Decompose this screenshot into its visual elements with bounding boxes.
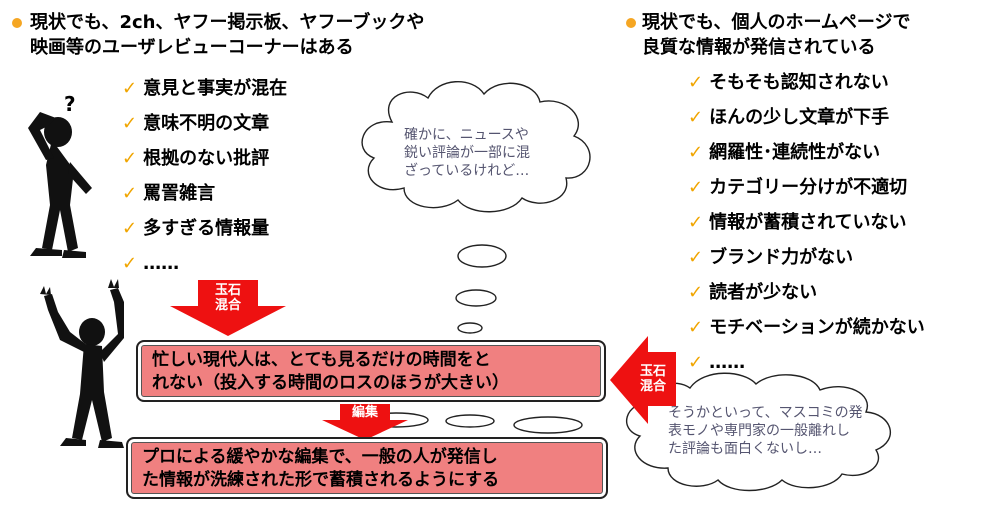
check-icon: ✓ xyxy=(688,352,704,373)
middle-box-line-1: 忙しい現代人は、とても見るだけの時間をと xyxy=(152,350,491,370)
middle-box-line-2: れない（投入する時間のロスのほうが大きい） xyxy=(152,373,509,393)
check-icon: ✓ xyxy=(122,253,138,274)
right-item: ✓ほんの少し文章が下手 xyxy=(688,107,890,128)
left-heading: 現状でも、2ch、ヤフー掲示板、ヤフーブックや 映画等のユーザレビューコーナーは… xyxy=(30,10,424,60)
check-icon: ✓ xyxy=(122,78,138,99)
middle-statement-box: 忙しい現代人は、とても見るだけの時間をと れない（投入する時間のロスのほうが大き… xyxy=(136,340,606,402)
check-icon: ✓ xyxy=(688,317,704,338)
right-item: ✓網羅性･連続性がない xyxy=(688,142,881,163)
right-item: ✓カテゴリー分けが不適切 xyxy=(688,177,908,198)
check-icon: ✓ xyxy=(688,212,704,233)
check-icon: ✓ xyxy=(688,247,704,268)
right-item: ✓そもそも認知されない xyxy=(688,72,889,93)
thinking-figure-icon xyxy=(28,112,92,258)
thought-cloud-bottom-text: そうかといって、マスコミの発 表モノや専門家の一般離れし た評論も面白くないし… xyxy=(668,405,863,457)
check-icon: ✓ xyxy=(122,148,138,169)
left-item: ✓…… xyxy=(122,253,180,274)
check-icon: ✓ xyxy=(688,107,704,128)
arrow-label-top: 玉石 混合 xyxy=(214,283,241,313)
left-item: ✓根拠のない批評 xyxy=(122,148,270,169)
right-item: ✓…… xyxy=(688,352,746,373)
bottom-box-line-1: プロによる緩やかな編集で、一般の人が発信し xyxy=(142,447,498,467)
check-icon: ✓ xyxy=(688,282,704,303)
arrow-label-edit: 編集 xyxy=(351,405,378,420)
thought-cloud-top xyxy=(361,80,591,353)
left-item: ✓多すぎる情報量 xyxy=(122,218,270,239)
excited-figure-icon xyxy=(40,279,124,448)
right-item: ✓情報が蓄積されていない xyxy=(688,212,907,233)
right-item: ✓モチベーションが続かない xyxy=(688,317,925,338)
bullet-icon xyxy=(626,18,636,28)
check-icon: ✓ xyxy=(688,142,704,163)
left-item: ✓罵詈雑言 xyxy=(122,183,216,204)
thought-cloud-top-text: 確かに、ニュースや 鋭い評論が一部に混 ざっているけれど… xyxy=(404,127,530,179)
bullet-icon xyxy=(12,18,22,28)
check-icon: ✓ xyxy=(122,183,138,204)
bottom-statement-box: プロによる緩やかな編集で、一般の人が発信し た情報が洗練された形で蓄積されるよう… xyxy=(126,437,608,499)
right-heading: 現状でも、個人のホームページで 良質な情報が発信されている xyxy=(642,10,911,60)
arrow-label-right: 玉石 混合 xyxy=(639,364,666,394)
arrow-down-top xyxy=(170,280,286,336)
left-item: ✓意見と事実が混在 xyxy=(122,78,288,99)
right-item: ✓読者が少ない xyxy=(688,282,818,303)
thought-cloud-bottom xyxy=(363,372,891,492)
right-heading-line-1: 現状でも、個人のホームページで xyxy=(642,12,911,33)
left-heading-line-1: 現状でも、2ch、ヤフー掲示板、ヤフーブックや xyxy=(30,12,425,33)
arrow-left-right xyxy=(610,336,676,424)
check-icon: ✓ xyxy=(688,72,704,93)
check-icon: ✓ xyxy=(122,113,138,134)
right-heading-line-2: 良質な情報が発信されている xyxy=(642,37,876,58)
left-heading-line-2: 映画等のユーザレビューコーナーはある xyxy=(30,37,354,58)
check-icon: ✓ xyxy=(122,218,138,239)
bottom-box-line-2: た情報が洗練された形で蓄積されるようにする xyxy=(142,470,500,490)
right-item: ✓ブランド力がない xyxy=(688,247,854,268)
question-mark: ? xyxy=(64,92,76,116)
check-icon: ✓ xyxy=(688,177,704,198)
arrow-down-edit xyxy=(322,404,408,440)
left-item: ✓意味不明の文章 xyxy=(122,113,270,134)
